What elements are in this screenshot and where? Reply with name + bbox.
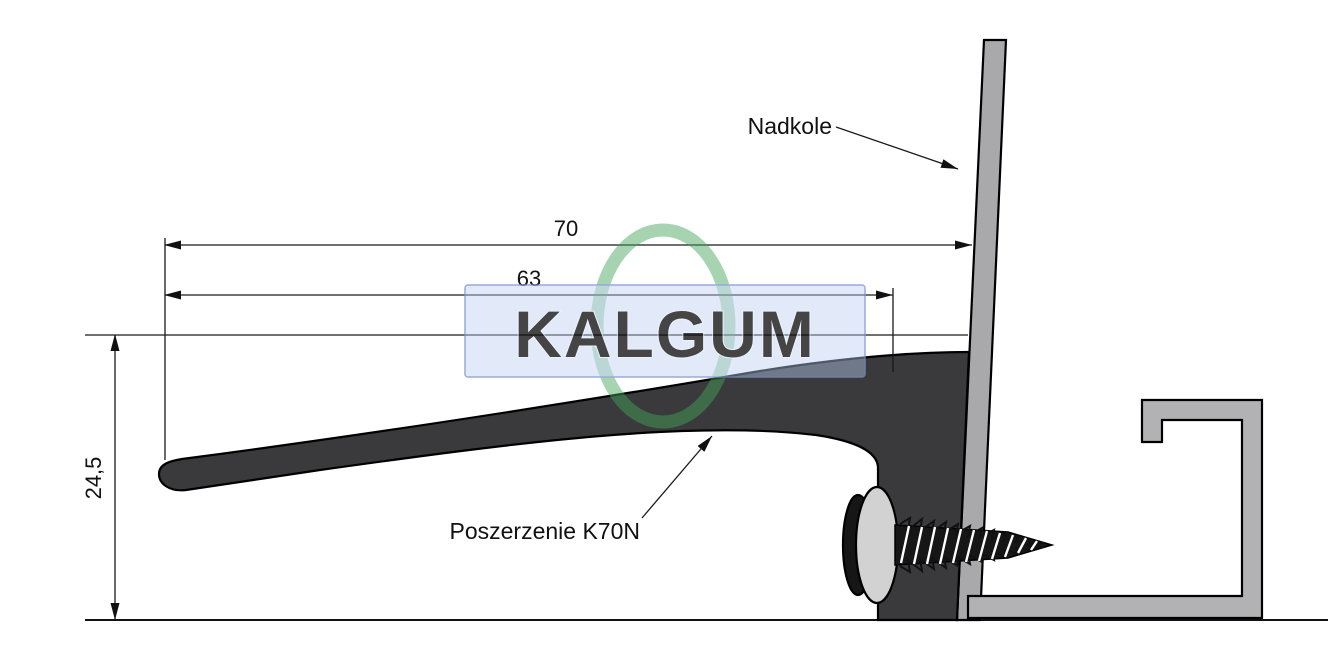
dimension-value-63: 63 bbox=[517, 266, 541, 291]
screw-thread-bottom bbox=[899, 544, 1045, 574]
dimension-63: 63 bbox=[164, 266, 894, 372]
screw-thread-top bbox=[899, 516, 1045, 546]
extension-profile bbox=[157, 350, 971, 622]
dimension-value-70: 70 bbox=[554, 216, 578, 241]
dimension-value-24-5: 24,5 bbox=[81, 457, 106, 500]
label-poszerzenie: Poszerzenie K70N bbox=[450, 518, 641, 544]
leader-line-poszerzenie bbox=[641, 435, 713, 519]
watermark-ring bbox=[590, 223, 736, 429]
watermark-banner bbox=[464, 284, 866, 378]
leader-line-nadkole bbox=[835, 126, 959, 170]
watermark-text: KALGUM bbox=[514, 297, 816, 371]
screw-washer bbox=[854, 485, 900, 605]
dimension-70: 70 bbox=[164, 216, 972, 460]
screw-helix-lines bbox=[899, 525, 1038, 565]
watermark: KALGUM bbox=[464, 223, 866, 429]
label-nadkole: Nadkole bbox=[748, 113, 832, 139]
label-nadkole-group: Nadkole bbox=[748, 113, 959, 170]
mounting-bracket bbox=[966, 398, 1264, 620]
dimension-24-5: 24,5 bbox=[81, 334, 120, 620]
screw bbox=[841, 485, 1055, 605]
label-poszerzenie-group: Poszerzenie K70N bbox=[450, 435, 713, 544]
